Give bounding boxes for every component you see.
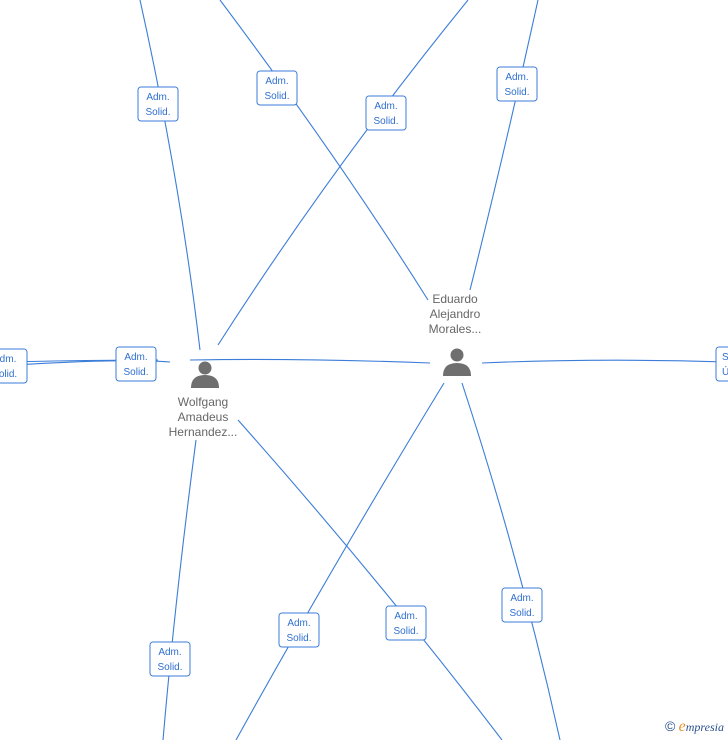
edge-label-partial-left[interactable]: dm. olid.: [0, 348, 28, 384]
edge-label-line2: Solid.: [123, 367, 148, 378]
edge-label-line1: Adm.: [394, 611, 417, 622]
edge-label-line1: Adm.: [510, 593, 533, 604]
brand-logo-text: mpresia: [685, 720, 724, 734]
edge: [217, 0, 469, 346]
person-node-eduardo[interactable]: Eduardo Alejandro Morales...: [429, 292, 482, 376]
edge: [235, 382, 445, 740]
edge: [189, 358, 431, 364]
edge-label-line2: olid.: [0, 369, 17, 380]
edge-label-line1: Adm.: [505, 72, 528, 83]
person-name-line: Hernandez...: [169, 425, 238, 439]
person-name-line: Eduardo: [432, 292, 478, 306]
edge-label-line1: dm.: [0, 354, 16, 365]
edge-label-line1: Adm.: [124, 352, 147, 363]
copyright-icon: ©: [664, 718, 676, 734]
edge-label[interactable]: Adm. Solid.: [149, 641, 191, 677]
edge: [139, 0, 201, 351]
edge-label-line1: Adm.: [374, 101, 397, 112]
edge-label-line2: Solid.: [286, 633, 311, 644]
edge-label[interactable]: Adm. Solid.: [385, 605, 427, 641]
edge-label-line1: Adm.: [265, 76, 288, 87]
edge-label[interactable]: Adm. Solid.: [501, 587, 543, 623]
edge-label[interactable]: Adm. Solid.: [278, 612, 320, 648]
edge-label-line2: Solid.: [157, 662, 182, 673]
person-name-line: Alejandro: [430, 307, 481, 321]
edge-label-partial-right[interactable]: S Ú: [715, 346, 728, 382]
edge: [461, 382, 561, 740]
edge-label-line2: Solid.: [264, 91, 289, 102]
person-icon: [443, 348, 471, 376]
person-node-wolfgang[interactable]: Wolfgang Amadeus Hernandez...: [169, 361, 238, 440]
edge-label-line2: Solid.: [509, 608, 534, 619]
edge-label[interactable]: Adm. Solid.: [365, 95, 407, 131]
empresia-watermark: © empresia: [665, 718, 724, 736]
brand-logo-initial: e: [678, 718, 686, 735]
edge-label[interactable]: Adm. Solid.: [137, 86, 179, 122]
edge-label-line1: Adm.: [146, 92, 169, 103]
edge-label-line2: Ú: [722, 365, 728, 378]
edge: [219, 0, 429, 301]
edge-label-line1: Adm.: [287, 618, 310, 629]
person-name-line: Amadeus: [178, 410, 229, 424]
person-name-line: Morales...: [429, 322, 482, 336]
edge: [469, 0, 539, 291]
person-icon: [191, 361, 219, 388]
edge-labels: Adm. Solid. Adm. Solid. Adm. Solid. Adm.…: [0, 66, 728, 677]
edge-label-line2: Solid.: [393, 626, 418, 637]
edge: [481, 359, 728, 364]
edge: [162, 439, 197, 740]
edge-label-line2: Solid.: [373, 116, 398, 127]
edge-label-line2: Solid.: [145, 107, 170, 118]
edge-label-line2: Solid.: [504, 87, 529, 98]
edge-label[interactable]: Adm. Solid.: [115, 346, 157, 382]
edge: [237, 419, 503, 740]
edge-label[interactable]: Adm. Solid.: [496, 66, 538, 102]
edge-label-line1: Adm.: [158, 647, 181, 658]
person-name-line: Wolfgang: [178, 395, 228, 409]
edge-label[interactable]: Adm. Solid.: [256, 70, 298, 106]
edge-label-line1: S: [722, 352, 728, 363]
